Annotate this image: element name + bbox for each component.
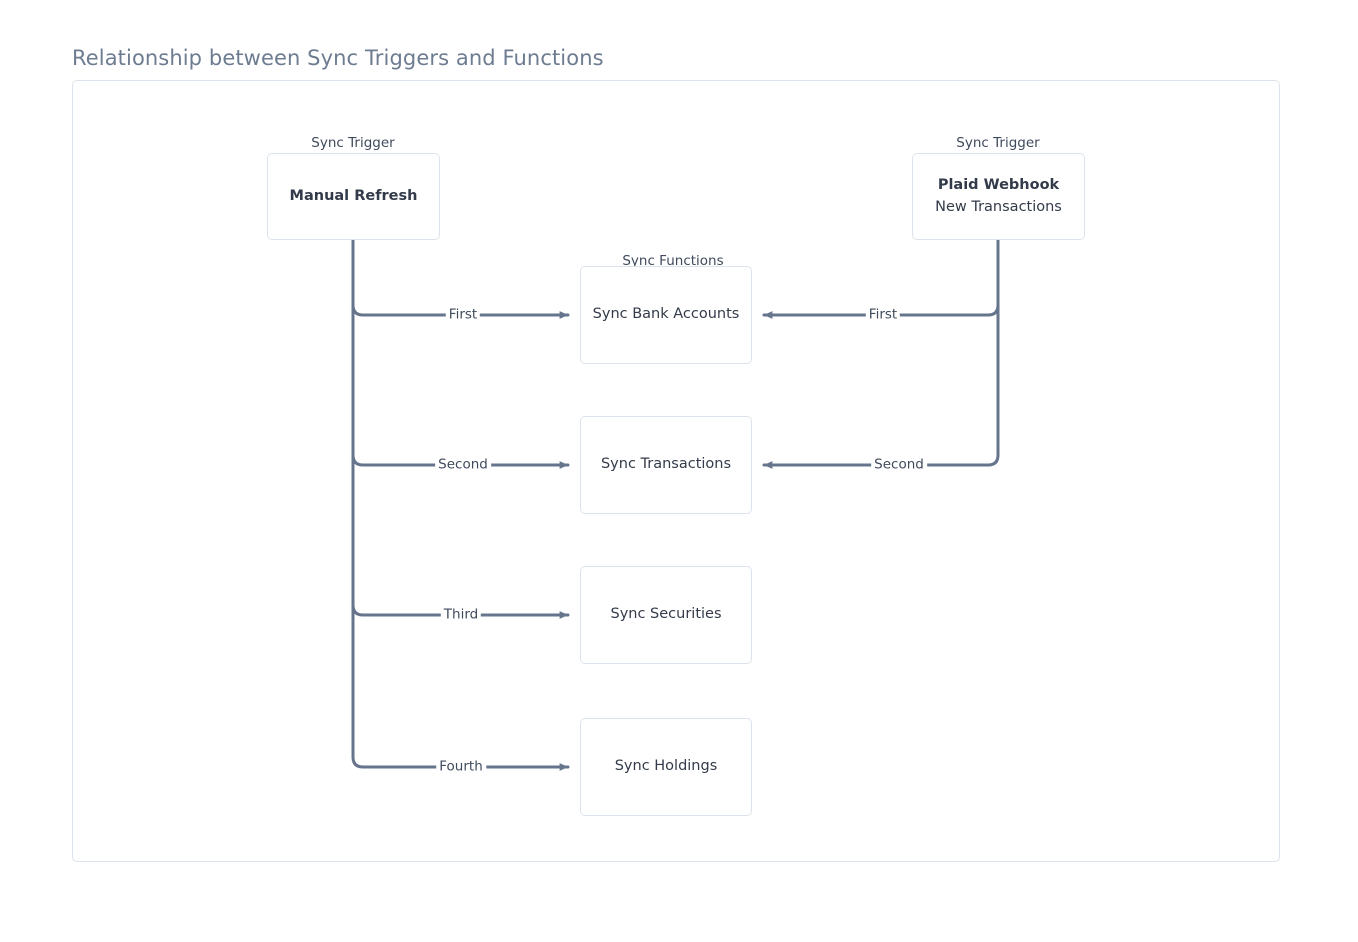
node-sync-holdings-title: Sync Holdings	[614, 758, 718, 775]
group-label-trigger-right: Sync Trigger	[956, 135, 1040, 151]
edge-label-manual-fourth: Fourth	[436, 760, 486, 774]
node-plaid-webhook-title: Plaid Webhook	[937, 177, 1060, 194]
edge-label-plaid-second: Second	[871, 458, 927, 472]
node-sync-bank-accounts[interactable]: Sync Bank Accounts	[580, 266, 752, 364]
page-title: Relationship between Sync Triggers and F…	[72, 46, 604, 70]
edge-label-manual-first: First	[445, 308, 481, 322]
edge-plaid-to-bank-accounts	[762, 303, 1000, 319]
edge-manual-to-securities	[351, 603, 570, 619]
node-sync-bank-accounts-title: Sync Bank Accounts	[592, 306, 740, 323]
group-label-trigger-left: Sync Trigger	[311, 135, 395, 151]
node-manual-refresh-title: Manual Refresh	[289, 187, 418, 204]
edge-manual-to-transactions	[351, 453, 570, 469]
node-sync-holdings[interactable]: Sync Holdings	[580, 718, 752, 816]
edge-manual-to-holdings	[351, 755, 570, 771]
node-manual-refresh[interactable]: Manual Refresh	[267, 153, 440, 240]
edge-manual-to-bank-accounts	[351, 303, 570, 319]
edge-plaid-to-transactions	[762, 453, 1000, 469]
node-sync-securities[interactable]: Sync Securities	[580, 566, 752, 664]
node-sync-transactions-title: Sync Transactions	[600, 456, 732, 473]
node-plaid-webhook[interactable]: Plaid Webhook New Transactions	[912, 153, 1085, 240]
edge-label-manual-third: Third	[440, 608, 482, 622]
node-plaid-webhook-subtitle: New Transactions	[935, 198, 1062, 215]
group-label-functions: Sync Functions	[622, 253, 724, 269]
edge-label-plaid-first: First	[865, 308, 901, 322]
node-sync-securities-title: Sync Securities	[610, 606, 722, 623]
edge-label-manual-second: Second	[435, 458, 491, 472]
node-sync-transactions[interactable]: Sync Transactions	[580, 416, 752, 514]
